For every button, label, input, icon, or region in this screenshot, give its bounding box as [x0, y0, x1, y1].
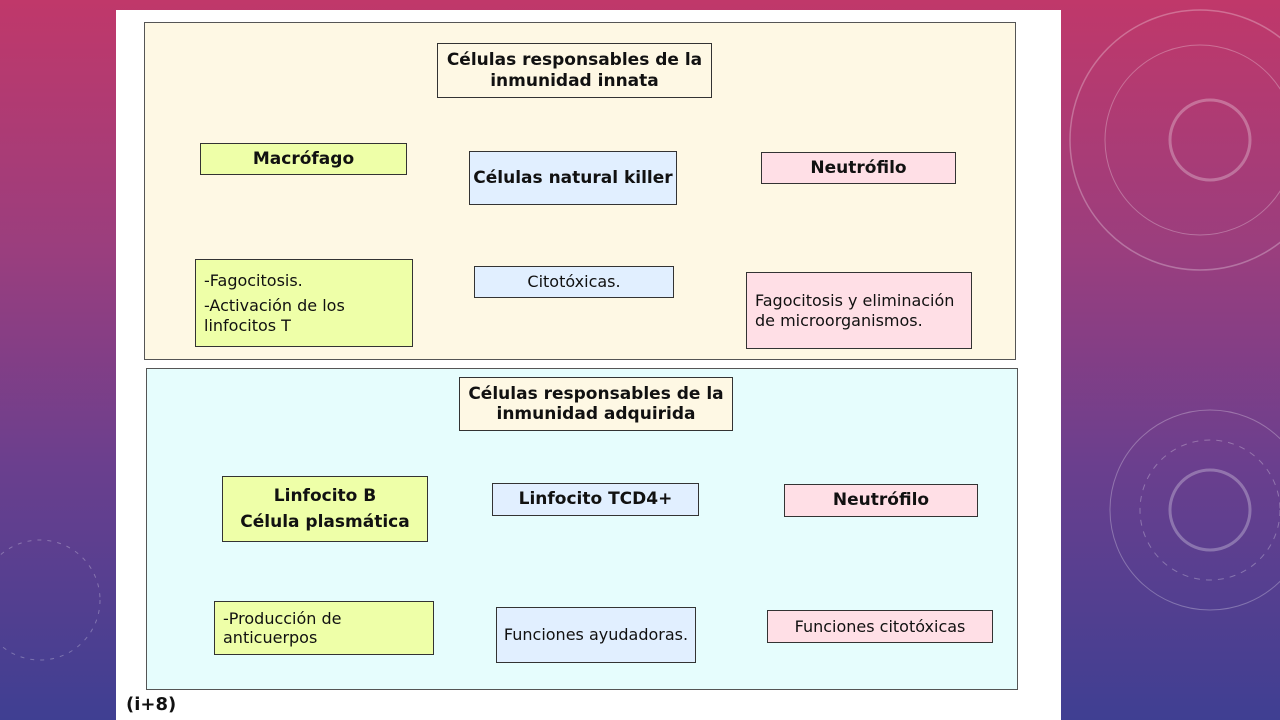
neutrophil-acquired-label: Neutrófilo [832, 490, 930, 511]
nk-function-1: Citotóxicas. [527, 272, 621, 292]
macrophage-function-2: -Activación de los linfocitos T [204, 296, 345, 335]
macrophage-box: Macrófago [200, 143, 407, 175]
innate-title: Células responsables de la inmunidad inn… [446, 50, 703, 91]
neutrophil-innate-label: Neutrófilo [810, 157, 907, 178]
plasma-cell-label: Célula plasmática [240, 512, 410, 532]
lymphocyte-b-box: Linfocito B Célula plasmática [222, 476, 428, 542]
lymphocyte-tcd4-box: Linfocito TCD4+ [492, 483, 699, 516]
footnote-label: (i+8) [126, 694, 177, 715]
diagram-sheet: Células responsables de la inmunidad inn… [116, 10, 1061, 720]
lymphocyte-b-functions-box: -Producción de anticuerpos [214, 601, 434, 655]
neutrophil-innate-box: Neutrófilo [761, 152, 956, 184]
acquired-title: Células responsables de la inmunidad adq… [468, 383, 724, 424]
tcd4-function-1: Funciones ayudadoras. [503, 625, 689, 645]
nk-functions-box: Citotóxicas. [474, 266, 674, 298]
nk-cells-box: Células natural killer [469, 151, 677, 205]
lymphocyte-b-function-1: -Producción de anticuerpos [223, 608, 342, 647]
lymphocyte-tcd4-label: Linfocito TCD4+ [518, 489, 673, 510]
neutrophil-innate-functions-box: Fagocitosis y eliminación de microorgani… [746, 272, 972, 349]
nk-cells-label: Células natural killer [473, 167, 673, 188]
macrophage-function-1: -Fagocitosis. [204, 271, 303, 291]
innate-title-box: Células responsables de la inmunidad inn… [437, 43, 712, 98]
neutrophil-acquired-function-1: Funciones citotóxicas [794, 616, 966, 636]
neutrophil-acquired-functions-box: Funciones citotóxicas [767, 610, 993, 643]
acquired-title-box: Células responsables de la inmunidad adq… [459, 377, 733, 431]
tcd4-functions-box: Funciones ayudadoras. [496, 607, 696, 663]
neutrophil-innate-function-1: Fagocitosis y eliminación de microorgani… [755, 291, 955, 330]
macrophage-functions-box: -Fagocitosis. -Activación de los linfoci… [195, 259, 413, 347]
lymphocyte-b-label: Linfocito B [273, 485, 377, 506]
macrophage-label: Macrófago [252, 148, 355, 169]
neutrophil-acquired-box: Neutrófilo [784, 484, 978, 517]
